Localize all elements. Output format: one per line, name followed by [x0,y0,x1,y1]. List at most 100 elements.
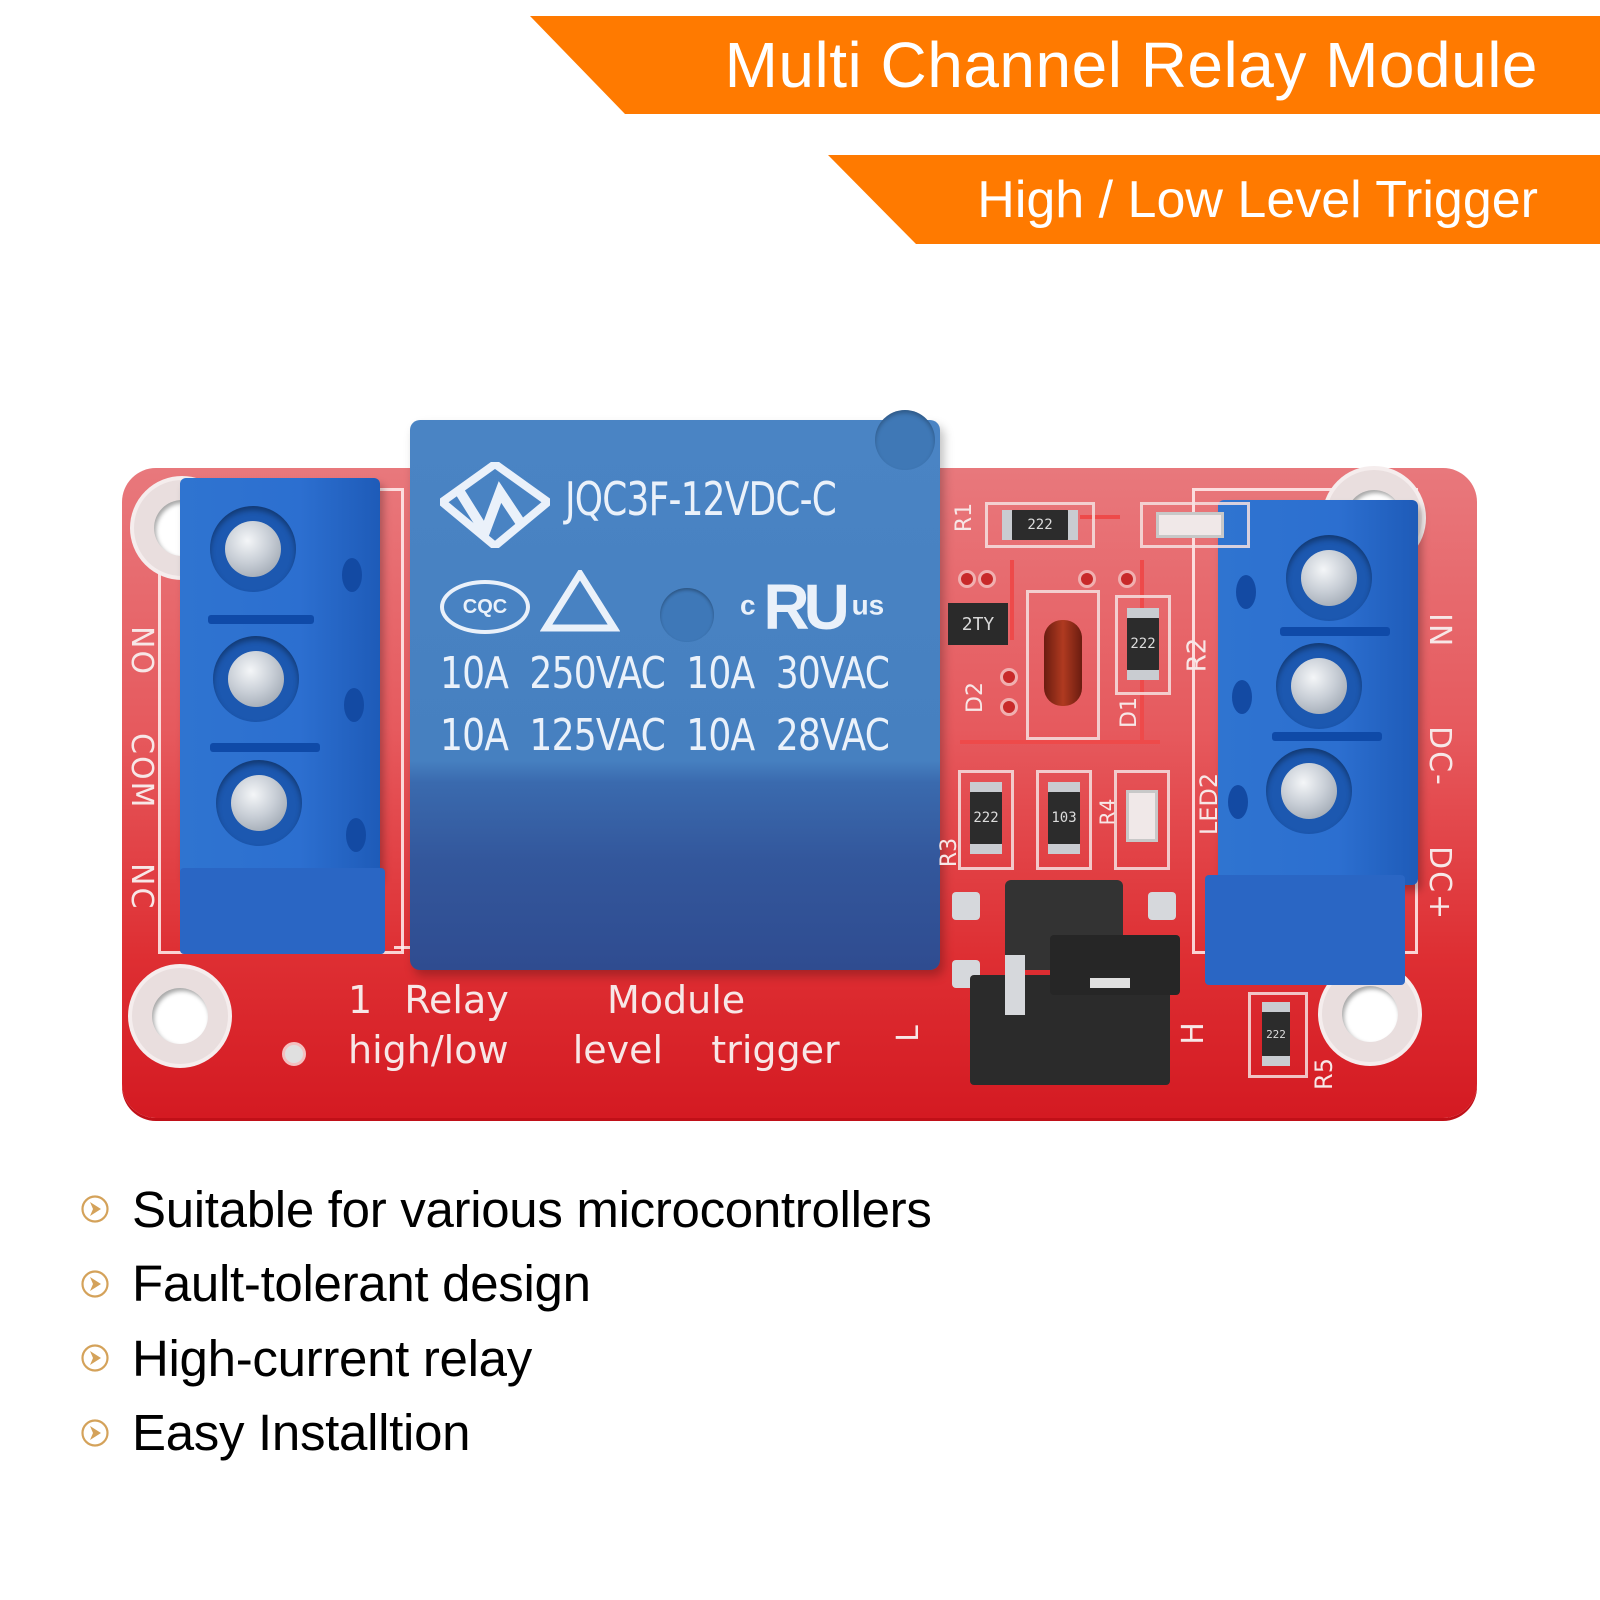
terminal-divider [1280,627,1390,636]
via [978,570,996,588]
feature-text: Fault-tolerant design [132,1255,591,1313]
label-d2: D2 [962,682,988,713]
board-label-level: level [572,1028,664,1072]
wire-slot [344,688,364,722]
title-text: Multi Channel Relay Module [724,29,1538,101]
via-hole [282,1042,306,1066]
chevron-circle-icon [81,1195,109,1223]
terminal-foot [1205,875,1405,985]
resistor-r4: 103 [1048,782,1080,854]
board-label-relay: Relay [404,978,509,1022]
board-label-high-low: high/low [348,1028,509,1072]
label-dc-minus: DC- [1422,726,1457,787]
jumper-pin [1148,892,1176,920]
label-nc: NC [124,863,159,911]
ul-suffix: us [851,589,885,621]
via [1078,570,1096,588]
relay-rating-line-2: 10A 125VAC 10A 28VAC [440,710,890,761]
label-r1: R1 [952,502,978,533]
relay-vent-hole [660,588,714,642]
r3-footprint [958,770,1014,870]
r5-footprint [1248,992,1308,1078]
terminal-divider [210,743,320,752]
terminal-foot [180,868,385,954]
title-banner: Multi Channel Relay Module [530,16,1600,114]
subtitle-banner: High / Low Level Trigger [828,155,1600,244]
ul-prefix: c [740,589,756,621]
board-label-line-1: 1 Relay Module [348,978,745,1022]
wire-slot [1236,575,1256,609]
screw-dc-plus [1266,748,1352,834]
resistor-r3: 222 [970,782,1002,854]
wire-slot [1228,785,1248,819]
feature-item: Suitable for various microcontrollers [80,1172,932,1247]
cqc-cert-icon: CQC [440,580,530,634]
terminal-divider [1272,732,1382,741]
mount-hole-bottom-left [128,964,232,1068]
feature-text: Suitable for various microcontrollers [132,1180,932,1238]
resistor-r1: 222 [1002,510,1078,540]
diode-d1 [1044,620,1082,706]
ul-mark: RU [763,571,849,643]
label-d1: D1 [1116,697,1142,728]
jumper-contact [1090,978,1130,988]
transistor-q1: 2TY [948,603,1008,645]
feature-text: Easy Installtion [132,1404,471,1462]
feature-item: Fault-tolerant design [80,1247,932,1322]
terminal-divider [208,615,314,624]
screw-no [210,506,296,592]
jumper-pin [1005,955,1025,1015]
terminal-block-output [180,478,380,878]
relay-rating-line-1: 10A 250VAC 10A 30VAC [440,648,890,699]
resistor-r5: 222 [1262,1002,1290,1066]
wire-slot [342,558,362,592]
feature-text: High-current relay [132,1329,532,1387]
via [1000,668,1018,686]
led2-footprint [1114,770,1170,870]
via [1118,570,1136,588]
chevron-circle-icon [81,1419,109,1447]
board-label-1: 1 [348,978,373,1022]
label-r3: R3 [937,837,963,868]
jumper-pin [952,892,980,920]
feature-item: High-current relay [80,1321,932,1396]
label-jumper-high: H [1175,1022,1211,1045]
manufacturer-logo-icon [440,462,550,548]
r1-footprint [985,502,1095,548]
wire-slot [1232,680,1252,714]
board-label-line-2: high/low level trigger [348,1028,840,1072]
ul-cert-icon: c RU us [740,570,884,644]
chevron-circle-icon [81,1270,109,1298]
led-power [1156,512,1224,538]
led-status [1126,790,1158,842]
label-r5: R5 [1309,1058,1338,1090]
pcb-trace [1080,515,1120,519]
product-photo: NO COM NC IN DC- DC+ 1 Relay Module high… [122,410,1477,1118]
relay-model: JQC3F-12VDC-C [565,472,837,526]
label-jumper-low: L [890,1025,926,1042]
board-label-module: Module [606,978,746,1022]
feature-item: Easy Installtion [80,1396,932,1471]
r4-footprint [1036,770,1092,870]
subtitle-text: High / Low Level Trigger [977,170,1538,229]
r2-footprint [1115,595,1171,695]
pcb-trace [1010,560,1014,640]
via [1000,698,1018,716]
label-r2: R2 [1182,637,1213,673]
relay-component: JQC3F-12VDC-C CQC c RU us 10A 250VAC 10A… [410,420,940,970]
terminal-block-input [1218,500,1418,885]
label-no: NO [124,626,159,677]
feature-list: Suitable for various microcontrollers Fa… [80,1172,932,1470]
led1-footprint [1140,502,1250,548]
screw-com [213,636,299,722]
screw-in [1286,535,1372,621]
pcb-trace [960,740,1160,744]
board-label-trigger: trigger [711,1028,840,1072]
label-led2: LED2 [1195,772,1224,836]
wire-slot [346,818,366,852]
via [958,570,976,588]
screw-dc-minus [1276,643,1362,729]
screw-nc [216,760,302,846]
relay-corner-dimple [875,410,935,470]
label-dc-plus: DC+ [1422,846,1457,922]
